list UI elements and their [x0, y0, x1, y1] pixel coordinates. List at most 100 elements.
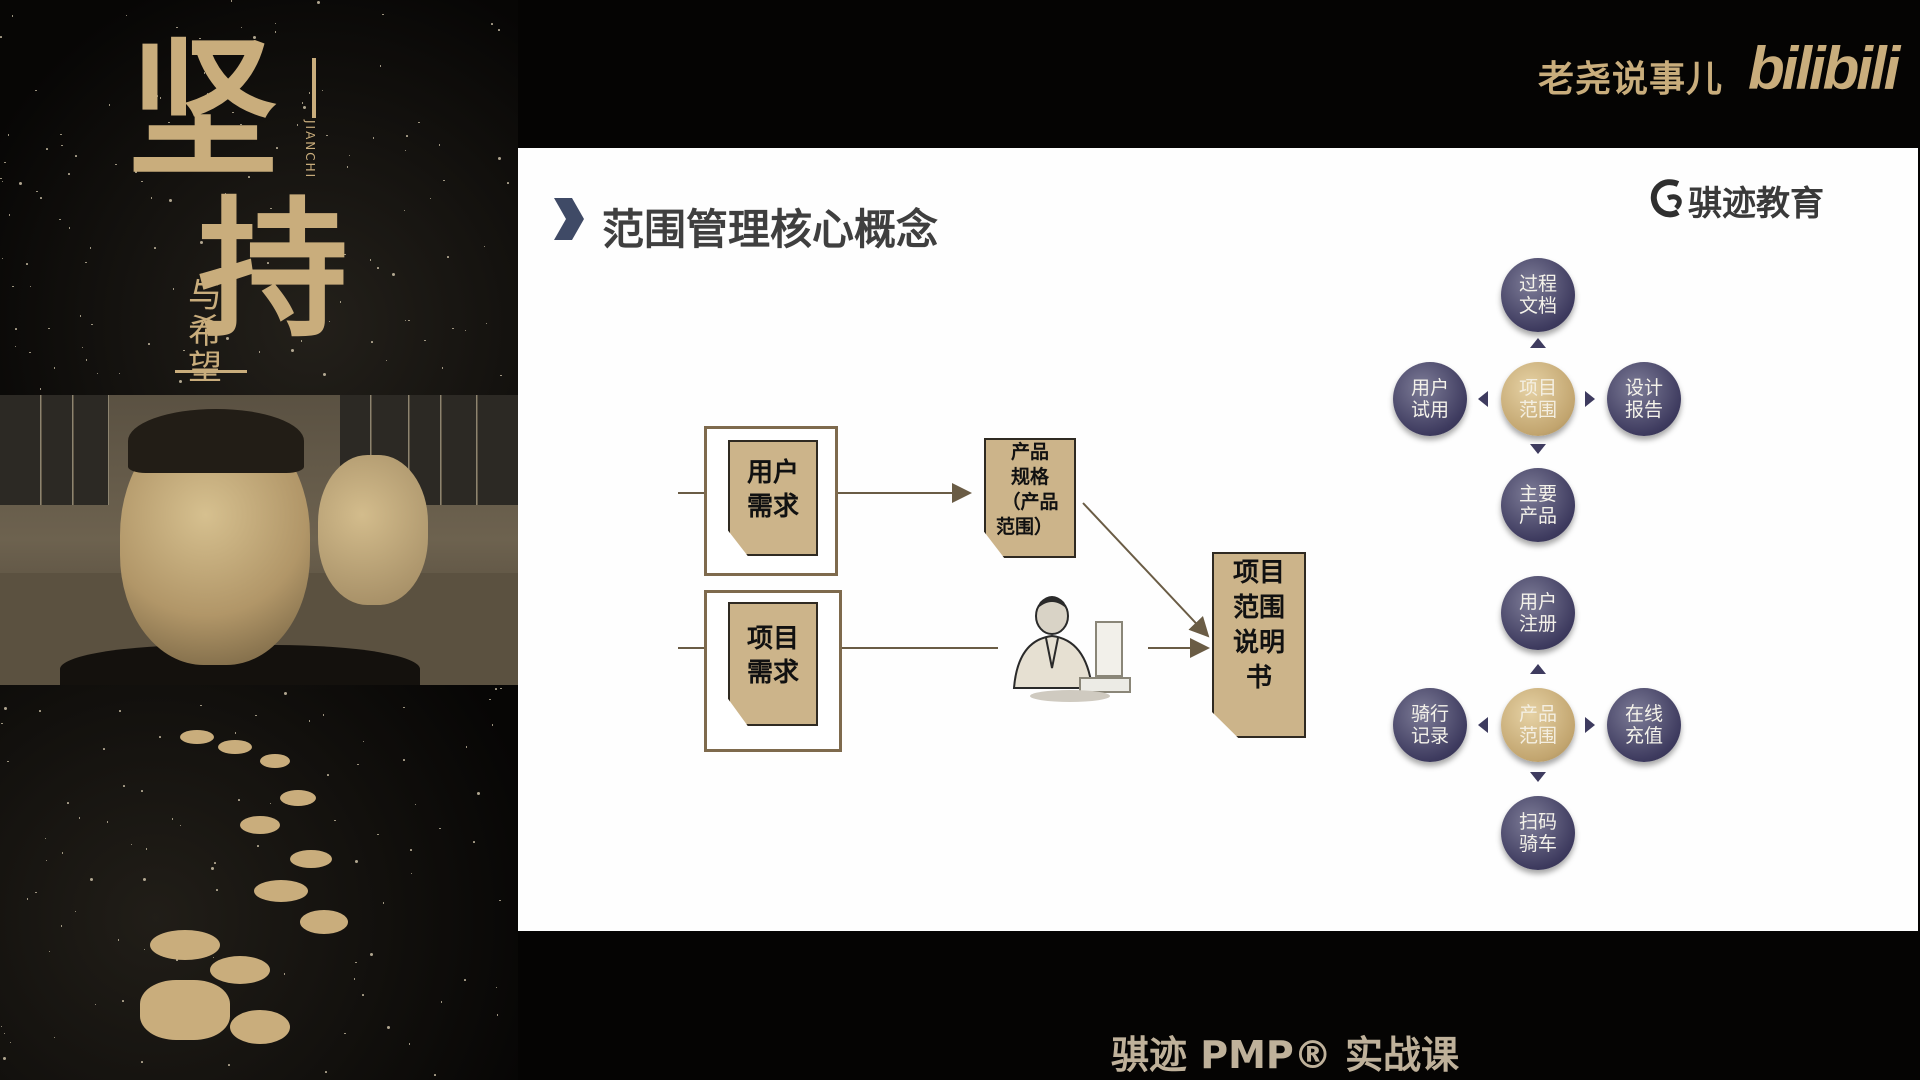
star	[439, 827, 441, 830]
star	[234, 732, 237, 734]
star	[145, 848, 148, 850]
star	[89, 247, 92, 249]
star	[443, 179, 445, 182]
star	[39, 710, 41, 712]
channel-name: 老尧说事儿	[1538, 59, 1724, 100]
star	[199, 37, 201, 40]
star	[507, 182, 509, 184]
star	[143, 877, 147, 881]
star	[353, 978, 356, 980]
star	[240, 26, 243, 28]
star	[257, 845, 259, 847]
star	[172, 288, 175, 290]
star	[354, 859, 358, 863]
star	[230, 0, 233, 2]
star	[497, 157, 501, 161]
star	[103, 748, 105, 750]
poster-subtitle: 与希望	[188, 276, 222, 388]
bookshelf-book	[442, 395, 477, 505]
star	[339, 301, 342, 303]
star	[291, 348, 295, 352]
star	[408, 1043, 411, 1045]
star	[371, 341, 373, 343]
arrow-left-icon	[1478, 717, 1488, 733]
star	[53, 367, 56, 369]
star	[182, 69, 184, 71]
star	[206, 93, 209, 95]
star	[317, 1, 321, 5]
star	[440, 1001, 443, 1003]
arrow-left-icon	[1478, 391, 1488, 407]
star	[491, 23, 493, 25]
user-requirement-line-2: 需求	[746, 492, 799, 522]
star	[216, 889, 218, 891]
project-scope-right-node: 设计 报告	[1607, 362, 1681, 436]
star	[26, 898, 29, 900]
star	[35, 89, 37, 91]
footprints-illustration	[140, 730, 410, 1050]
arrow-up-icon	[1530, 664, 1546, 674]
star	[410, 849, 412, 851]
star	[141, 180, 143, 183]
project-scope-bottom-node: 主要 产品	[1501, 468, 1575, 542]
star	[499, 899, 501, 902]
star	[495, 986, 498, 989]
star	[224, 193, 227, 195]
product-spec-line-1: 产品	[1010, 441, 1049, 463]
star	[308, 720, 311, 722]
star	[176, 959, 178, 961]
star	[122, 1000, 124, 1002]
star	[269, 802, 272, 805]
star	[199, 241, 203, 245]
bookshelf-book	[42, 395, 73, 505]
star	[78, 817, 81, 819]
star	[382, 13, 384, 16]
star	[11, 15, 14, 17]
star	[7, 134, 10, 136]
star	[210, 866, 214, 870]
product-spec-line-3: （产品	[1001, 491, 1059, 513]
star	[377, 833, 379, 836]
star	[68, 227, 71, 229]
person-at-computer-icon	[1012, 596, 1131, 702]
project-scope-left-node: 用户 试用	[1393, 362, 1467, 436]
star	[3, 1032, 6, 1035]
arrow-up-icon	[1530, 338, 1546, 348]
star	[96, 372, 99, 375]
star	[150, 197, 153, 199]
star	[179, 824, 182, 827]
star	[379, 65, 382, 67]
star	[408, 319, 410, 321]
star	[258, 351, 261, 353]
star	[74, 910, 77, 913]
scope-statement-line-4: 书	[1245, 663, 1272, 693]
presenter-hand	[318, 455, 428, 605]
star	[212, 956, 215, 959]
star	[19, 182, 23, 186]
star	[369, 953, 373, 957]
star	[90, 877, 94, 881]
star	[156, 95, 158, 97]
star	[15, 328, 17, 330]
star	[48, 327, 50, 330]
star	[176, 26, 178, 29]
star	[179, 379, 183, 383]
star	[496, 1014, 499, 1016]
star	[91, 323, 93, 326]
star	[225, 336, 229, 340]
star	[1, 180, 4, 183]
arrow-down-icon	[1530, 772, 1546, 782]
star	[171, 818, 174, 820]
star	[119, 710, 121, 712]
star	[48, 950, 51, 953]
star	[61, 852, 64, 854]
star	[267, 262, 269, 264]
star	[40, 197, 42, 199]
star	[489, 698, 491, 701]
star	[301, 102, 304, 104]
chevron-right-icon	[554, 198, 584, 240]
presentation-slide: 范围管理核心概念 骐迹教育 用户 需求 项目 需求 产品 规格 （产品 范围）	[518, 148, 1918, 931]
star	[46, 148, 48, 150]
star	[424, 339, 426, 342]
star	[283, 973, 286, 975]
